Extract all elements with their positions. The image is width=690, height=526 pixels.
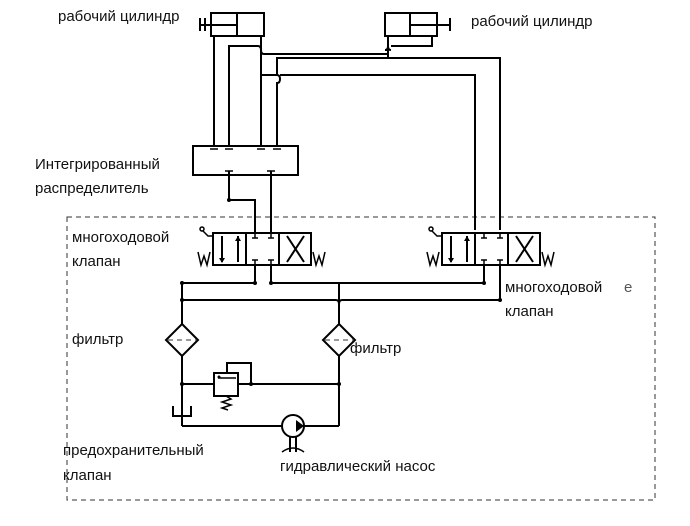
stray-mark: e — [624, 279, 633, 296]
directional-valve-left — [197, 226, 326, 268]
label-distributor-line1: Интегрированный — [35, 156, 160, 173]
label-filter-right: фильтр — [350, 340, 402, 357]
manifold-lines — [180, 265, 502, 324]
label-cylinder-left: рабочий цилиндр — [58, 8, 180, 25]
directional-valve-right — [426, 226, 555, 268]
label-cylinder-right: рабочий цилиндр — [471, 13, 593, 30]
station-boundary — [66, 216, 656, 501]
filter-left — [164, 322, 200, 358]
label-valve-right-line2: клапан — [505, 303, 554, 320]
cylinder-right — [384, 12, 451, 37]
relief-valve — [213, 362, 252, 411]
distributor-to-valve-pipes — [227, 171, 272, 233]
pump — [281, 414, 305, 453]
label-valve-left-line2: клапан — [72, 253, 121, 270]
label-relief-line2: клапан — [63, 467, 112, 484]
tank — [172, 406, 192, 417]
cylinder-pipes — [213, 36, 501, 230]
label-filter-left: фильтр — [72, 331, 124, 348]
label-distributor-line2: распределитель — [35, 180, 149, 197]
label-valve-left-line1: многоходовой — [72, 229, 170, 246]
lower-circuit — [180, 356, 341, 427]
label-relief-line1: предохранительный — [63, 442, 204, 459]
cylinder-left — [199, 12, 265, 37]
label-pump: гидравлический насос — [280, 458, 436, 475]
integrated-distributor — [192, 145, 299, 176]
label-valve-right-line1: многоходовой — [505, 279, 603, 296]
